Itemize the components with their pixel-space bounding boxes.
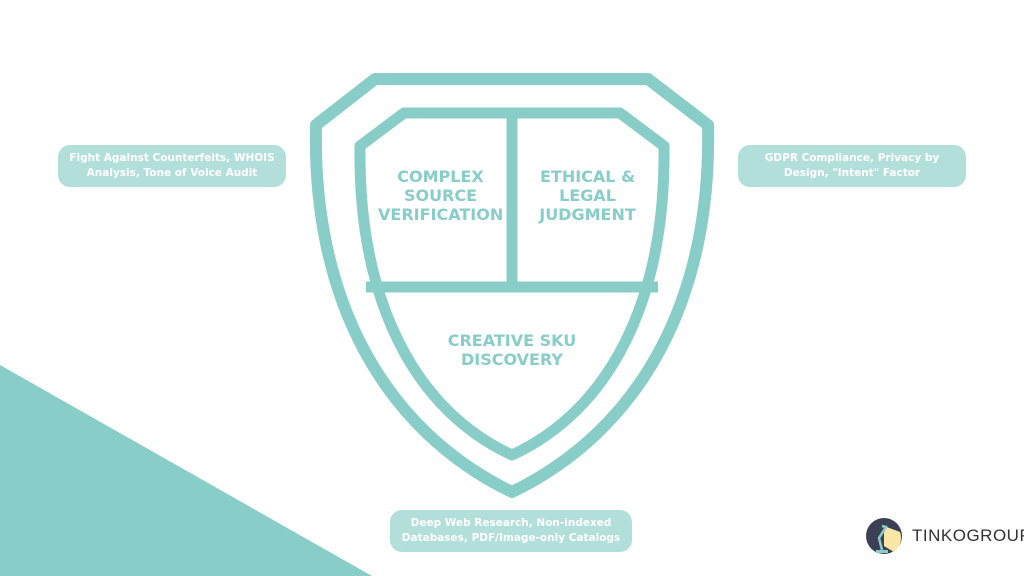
segment-ethical-legal-judgment: ETHICAL & LEGAL JUDGMENT: [539, 167, 636, 224]
tinkogroup-logo: TINKOGROUP: [864, 516, 1024, 556]
shield-inner: [354, 107, 670, 461]
label-right: GDPR Compliance, Privacy by Design, "Int…: [738, 145, 966, 187]
shield-outer: [309, 73, 715, 498]
lamp-logo-icon: [866, 518, 902, 554]
segment-creative-sku-discovery: CREATIVE SKU DISCOVERY: [447, 331, 577, 369]
logo-text: TINKOGROUP: [912, 526, 1024, 545]
label-bottom: Deep Web Research, Non-indexed Databases…: [390, 510, 632, 552]
label-left: Fight Against Counterfeits, WHOIS Analys…: [58, 145, 286, 187]
segment-complex-source-verification: COMPLEX SOURCE VERIFICATION: [378, 167, 504, 224]
